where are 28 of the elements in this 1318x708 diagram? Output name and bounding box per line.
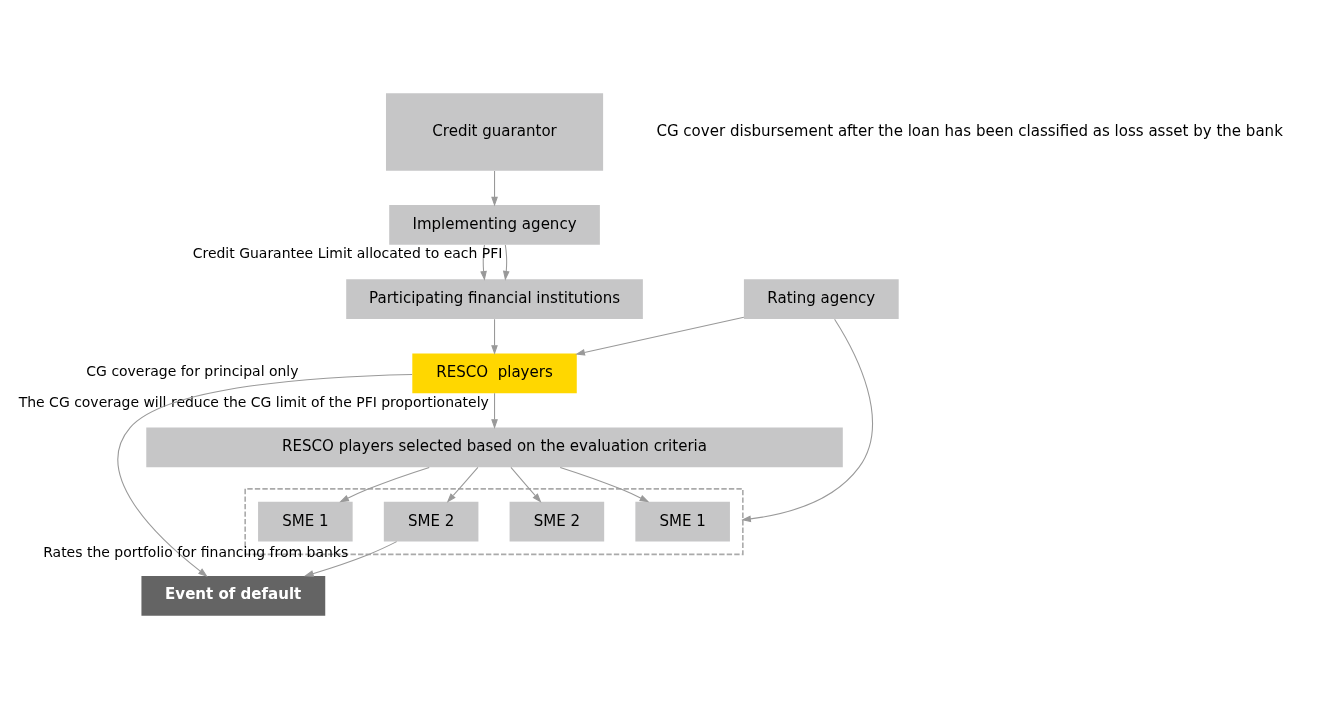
edge-label: Credit Guarantee Limit allocated to each PFI [192, 244, 503, 261]
node-box: SME 2 [383, 501, 479, 542]
arrow [491, 170, 498, 206]
arrow [303, 540, 398, 577]
arrow [339, 466, 430, 502]
arrow [491, 318, 498, 355]
edge-label: Rates the portfolio for financing from banks [43, 543, 349, 560]
edge-label: The CG coverage will reduce the CG limit of the PFI proportionately [18, 393, 489, 410]
node-box: Participating financial institutions [346, 278, 643, 319]
label: CG cover disbursement after the loan has been classified as loss asset by the bank [656, 121, 1283, 140]
node-box: SME 1 [258, 501, 353, 542]
node-box: Implementing agency [389, 204, 600, 245]
arrow [575, 316, 745, 356]
arrow [491, 392, 498, 429]
node-box: Rating agency [743, 278, 899, 319]
arrow [510, 466, 542, 503]
node-box: Credit guarantor [386, 92, 604, 171]
node-box: SME 2 [509, 501, 605, 542]
node-box: SME 1 [635, 501, 730, 542]
node-box: RESCO players selected based on the evaluation criteria [146, 427, 843, 467]
arrow [117, 373, 413, 577]
node-box: RESCO players [412, 352, 577, 393]
arrow [741, 318, 873, 522]
arrow [502, 243, 510, 281]
edge-label: CG coverage for principal only [86, 362, 299, 379]
arrow [559, 466, 650, 502]
arrow [446, 466, 479, 503]
node-box: Event of default [141, 575, 326, 616]
